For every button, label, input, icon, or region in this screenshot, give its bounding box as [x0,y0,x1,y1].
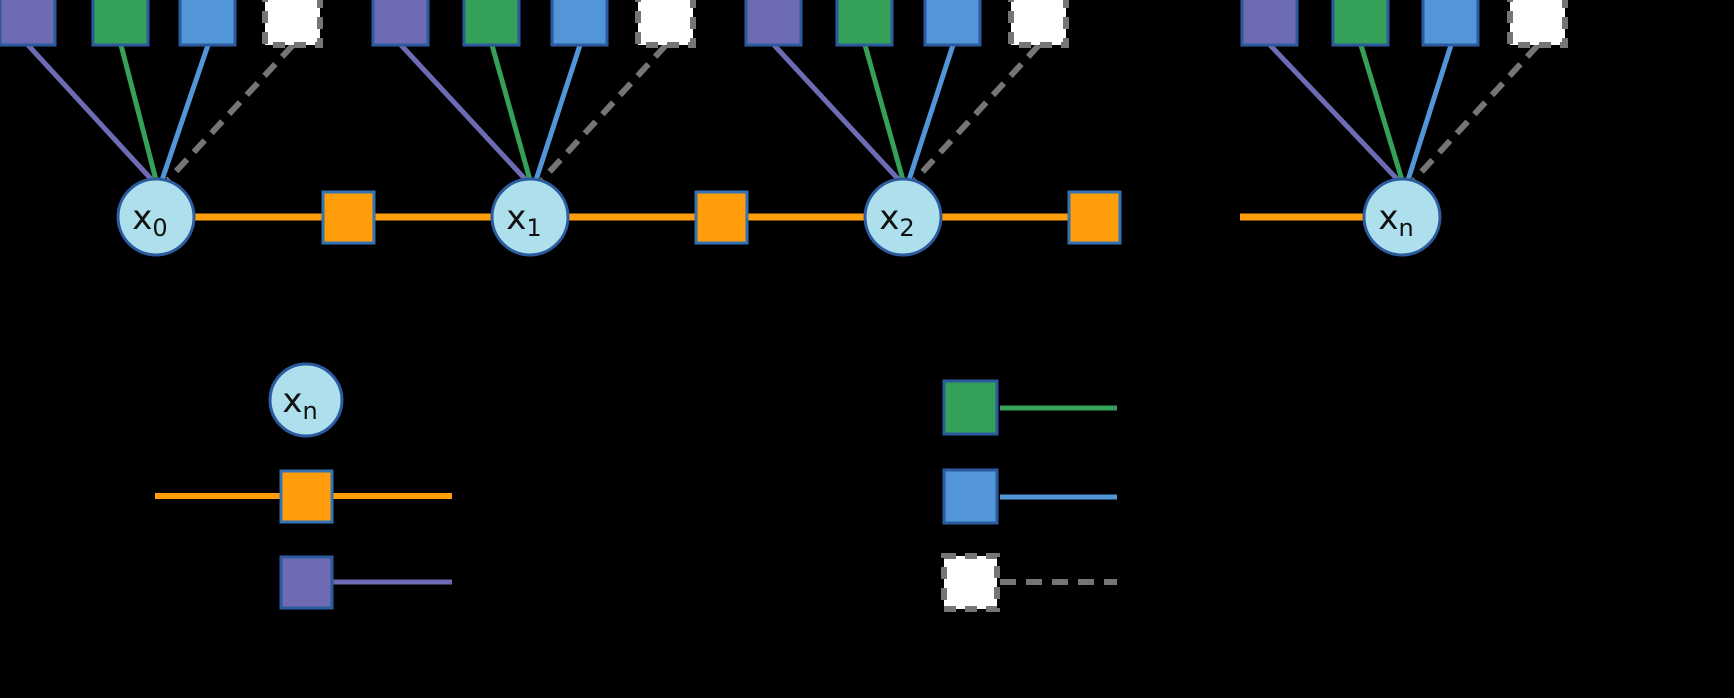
edge-dashed-x0 [165,42,296,183]
node-label: x0 [132,198,167,243]
observation-square-blue[interactable] [923,0,982,47]
edge-blue-x2 [906,44,956,181]
legend-blue-square[interactable] [942,468,999,525]
observation-square-missing[interactable] [1008,0,1069,48]
observation-squares [0,0,1568,48]
node-label: x1 [506,198,541,243]
edge-purple-x2 [772,43,901,182]
observation-square-green[interactable] [835,0,894,47]
node-circle[interactable] [863,177,943,257]
legend-node-label: xn [282,381,317,426]
legend-node-circle[interactable] [268,362,344,438]
legend-missing-square[interactable] [941,553,1000,612]
observation-square-missing[interactable] [262,0,323,48]
legend-item-green-observation[interactable] [942,379,1117,436]
edge-purple-x0 [26,43,154,182]
observation-square-purple[interactable] [0,0,57,47]
legend-item-blue-observation[interactable] [942,468,1117,525]
factor-square[interactable] [321,190,376,245]
observation-square-missing[interactable] [635,0,696,48]
observation-square-purple[interactable] [1240,0,1299,47]
edge-blue-x0 [159,44,211,181]
legend-item-missing-observation[interactable] [941,553,1117,612]
state-node-xn[interactable]: xn [1362,177,1442,257]
legend-item-factor-square[interactable] [155,469,452,524]
edge-green-x2 [862,44,906,181]
edge-purple-xn [1268,43,1400,182]
observation-square-green[interactable] [462,0,521,47]
edge-blue-xn [1405,44,1454,181]
edge-dashed-x1 [539,42,669,183]
legend-item-purple-observation[interactable] [279,555,452,610]
node-circle[interactable] [1362,177,1442,257]
legend-factor-square[interactable] [279,469,334,524]
factor-squares [321,190,1122,245]
legend-purple-square[interactable] [279,555,334,610]
observation-square-blue[interactable] [178,0,237,47]
legend: xn [155,362,1117,612]
node-circle[interactable] [490,177,570,257]
state-node-x2[interactable]: x2 [863,177,943,257]
edge-green-x0 [118,44,159,181]
node-circle[interactable] [116,177,196,257]
state-node-x1[interactable]: x1 [490,177,570,257]
edge-green-xn [1358,44,1405,181]
edge-dashed-x2 [912,42,1042,183]
edge-blue-x1 [533,44,583,181]
observation-square-purple[interactable] [371,0,430,47]
edge-dashed-xn [1411,42,1541,183]
observation-square-blue[interactable] [550,0,609,47]
legend-item-state-node[interactable]: xn [268,362,344,438]
state-nodes: x0 x1 x2 xn [116,177,1442,257]
observation-square-green[interactable] [91,0,150,47]
edge-green-x1 [489,44,533,181]
observation-square-green[interactable] [1331,0,1390,47]
node-label: x2 [879,198,914,243]
observation-square-blue[interactable] [1421,0,1480,47]
legend-green-square[interactable] [942,379,999,436]
state-node-x0[interactable]: x0 [116,177,196,257]
observation-square-purple[interactable] [744,0,803,47]
factor-square[interactable] [694,190,749,245]
observation-square-missing[interactable] [1507,0,1568,48]
factor-square[interactable] [1067,190,1122,245]
edge-purple-x1 [399,43,528,182]
observation-edges [26,42,1541,183]
node-label: xn [1378,198,1413,243]
